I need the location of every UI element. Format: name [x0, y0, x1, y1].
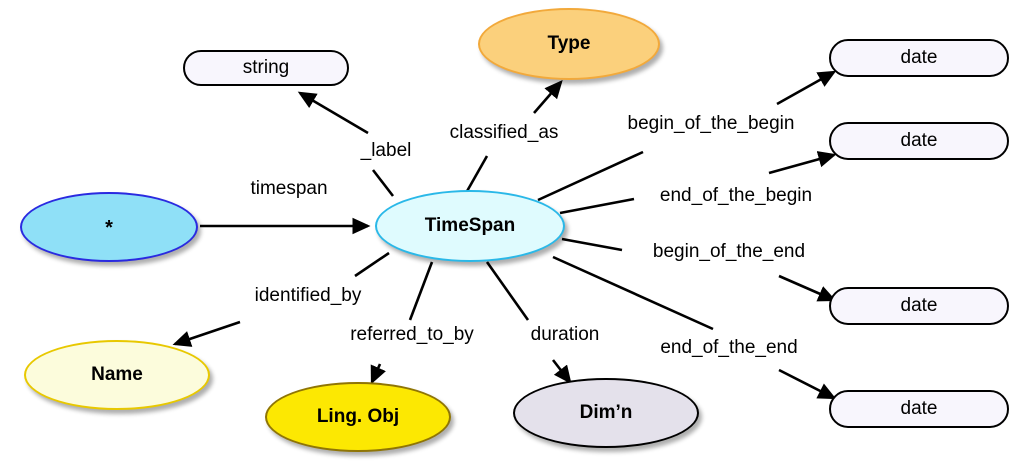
edge-line-end-of-the-end-edge-b — [778, 368, 837, 400]
edge-label-begin-of-the-end-edge: begin_of_the_end — [652, 241, 806, 262]
edge-label-classified-as-edge: classified_as — [449, 122, 559, 143]
node-label: date — [900, 398, 938, 419]
edge-line-identified-by-edge-a — [354, 251, 390, 278]
edge-label-begin-of-the-begin-edge: begin_of_the_begin — [627, 113, 795, 134]
node-label: date — [900, 130, 938, 151]
edge-label-end-of-the-end-edge: end_of_the_end — [660, 337, 798, 358]
node-label: string — [242, 57, 290, 78]
edge-label-duration-edge: duration — [530, 324, 600, 345]
node-label: Name — [91, 364, 143, 385]
edge-line-classified-as-edge-a — [464, 155, 489, 194]
node-label: date — [900, 47, 938, 68]
node-label: * — [105, 217, 113, 239]
node-lingobj[interactable]: Ling. Obj — [265, 382, 451, 452]
edge-label-timespan-edge: timespan — [250, 178, 328, 199]
edge-line-begin-of-the-end-edge-a — [561, 237, 623, 252]
edge-line-label-edge-a — [371, 169, 395, 197]
edge-line-classified-as-edge-b — [533, 80, 563, 114]
edge-line-label-edge-b — [297, 91, 369, 135]
edge-label-end-of-the-begin-edge: end_of_the_begin — [659, 185, 813, 206]
node-date4[interactable]: date — [829, 390, 1009, 428]
node-label: Type — [547, 33, 591, 54]
edge-line-begin-of-the-end-edge-b — [778, 274, 837, 302]
node-date3[interactable]: date — [829, 287, 1009, 325]
edge-line-end-of-the-begin-edge-b — [768, 151, 837, 175]
node-star[interactable]: * — [20, 192, 198, 262]
node-type[interactable]: Type — [478, 8, 660, 80]
edge-line-referred-to-by-edge-a — [408, 261, 434, 321]
edge-line-referred-to-by-edge-b — [370, 363, 386, 385]
edge-line-end-of-the-end-edge-a — [552, 255, 714, 331]
node-date2[interactable]: date — [829, 122, 1009, 160]
edge-line-duration-edge-a — [485, 261, 530, 321]
node-date1[interactable]: date — [829, 39, 1009, 77]
edge-label-label-edge: _label — [360, 140, 412, 161]
node-label: TimeSpan — [424, 215, 516, 236]
edge-line-begin-of-the-begin-edge-a — [537, 150, 644, 202]
edge-line-identified-by-edge-b — [172, 320, 241, 347]
edge-line-end-of-the-begin-edge-a — [559, 197, 635, 215]
edge-label-referred-to-by-edge: referred_to_by — [350, 324, 474, 345]
node-label: Ling. Obj — [316, 406, 400, 427]
node-dimn[interactable]: Dim’n — [513, 378, 699, 448]
edge-label-identified-by-edge: identified_by — [254, 285, 362, 306]
edge-line-duration-edge-b — [551, 359, 572, 385]
node-string[interactable]: string — [183, 50, 349, 86]
node-timespan[interactable]: TimeSpan — [375, 190, 565, 262]
node-label: date — [900, 295, 938, 316]
edge-line-begin-of-the-begin-edge-b — [776, 70, 837, 106]
node-name[interactable]: Name — [24, 340, 210, 410]
node-label: Dim’n — [579, 402, 633, 423]
edge-lines — [172, 70, 837, 400]
